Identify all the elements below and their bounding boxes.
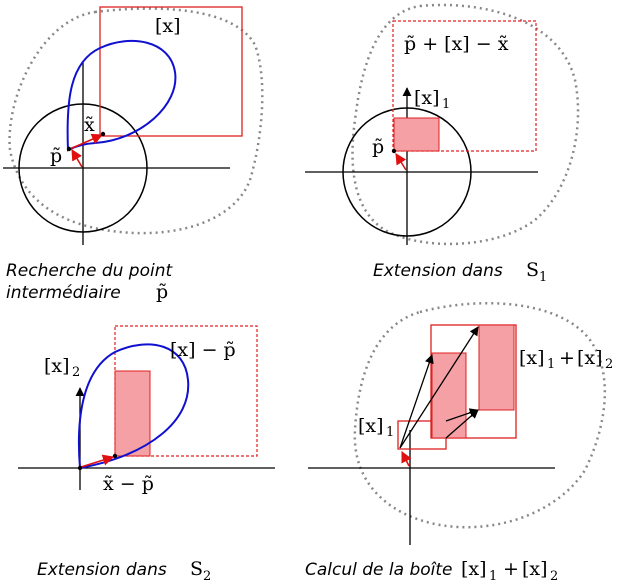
box-x2-a (431, 352, 467, 439)
label-sum-a-sub: 1 (547, 357, 555, 372)
caption-math-b-sub: 2 (550, 569, 558, 584)
label-sum-a: [x] (519, 347, 545, 369)
label-x1: [x] (358, 415, 384, 437)
box-x2 (114, 370, 151, 457)
unit-circle (18, 103, 148, 233)
label-sum-plus: + (559, 347, 575, 369)
caption-math: S (526, 259, 539, 281)
caption-math-a-sub: 1 (489, 569, 497, 584)
panel-1: [x] x̃ p̃ Recherche du point intermédiai… (3, 6, 264, 303)
caption-line-1: Recherche du point (6, 261, 173, 281)
box-x-minus-p (114, 325, 258, 457)
label-x1-sub: 1 (386, 425, 394, 440)
label-x-tilde: x̃ (84, 114, 95, 136)
label-p-tilde: p̃ (50, 145, 62, 167)
arrow-1 (399, 354, 434, 449)
point-x (100, 131, 106, 137)
caption-math-b: [x] (522, 558, 548, 580)
point-x (112, 453, 118, 459)
arrow-origin-x (80, 454, 115, 468)
caption-math-sub: 1 (539, 270, 547, 285)
arrow-4 (445, 409, 479, 439)
panel-2: p̃ + [x] − x̃ [x] 1 p̃ Extension dans S … (305, 3, 580, 285)
point-p (391, 148, 397, 154)
box-sum (430, 324, 517, 439)
dotted-region (353, 301, 607, 529)
label-p-tilde: p̃ (372, 136, 384, 158)
arrow-p-x (69, 133, 104, 150)
label-x2-sub: 2 (72, 365, 80, 380)
blue-curve (77, 343, 190, 470)
label-x1: [x] (414, 87, 440, 109)
point-origin (77, 465, 83, 471)
unit-circle (342, 107, 472, 237)
label-sum-b: [x] (577, 347, 603, 369)
arrow-origin-p (71, 149, 83, 168)
caption: Extension dans (37, 560, 167, 580)
caption-math: S (190, 558, 203, 580)
caption-math-plus: + (503, 558, 519, 580)
label-x-minus-p: [x] − p̃ (170, 339, 236, 361)
label-x2: [x] (44, 355, 70, 377)
panel-3: [x] − p̃ [x] 2 x̃ − p̃ Extension dans S … (18, 325, 275, 584)
label-sum-b-sub: 2 (605, 357, 613, 372)
caption: Extension dans (373, 261, 503, 281)
arrow-origin-p (395, 153, 407, 171)
caption-math-a: [x] (461, 558, 487, 580)
arrow-red (401, 450, 412, 467)
label-x1-sub: 1 (442, 97, 450, 112)
box-shifted (392, 20, 537, 152)
arrow-2 (399, 326, 479, 449)
label-x-box: [x] (155, 15, 181, 37)
caption-math-sub: 2 (203, 569, 211, 584)
box-x1 (393, 117, 440, 152)
caption: Calcul de la boîte (305, 560, 453, 580)
label-xtilde-minus-p: x̃ − p̃ (103, 473, 154, 495)
point-p (66, 146, 72, 152)
box-x (99, 6, 243, 137)
caption-line-2: intermédiaire (6, 283, 121, 303)
dotted-region (8, 7, 264, 235)
box-x2-b (478, 324, 515, 411)
caption-math-p: p̃ (156, 281, 168, 303)
label-shifted-box: p̃ + [x] − x̃ (404, 33, 509, 55)
panel-4: [x] 1 [x] 1 + [x] 2 Calcul de la boîte [… (305, 301, 613, 584)
